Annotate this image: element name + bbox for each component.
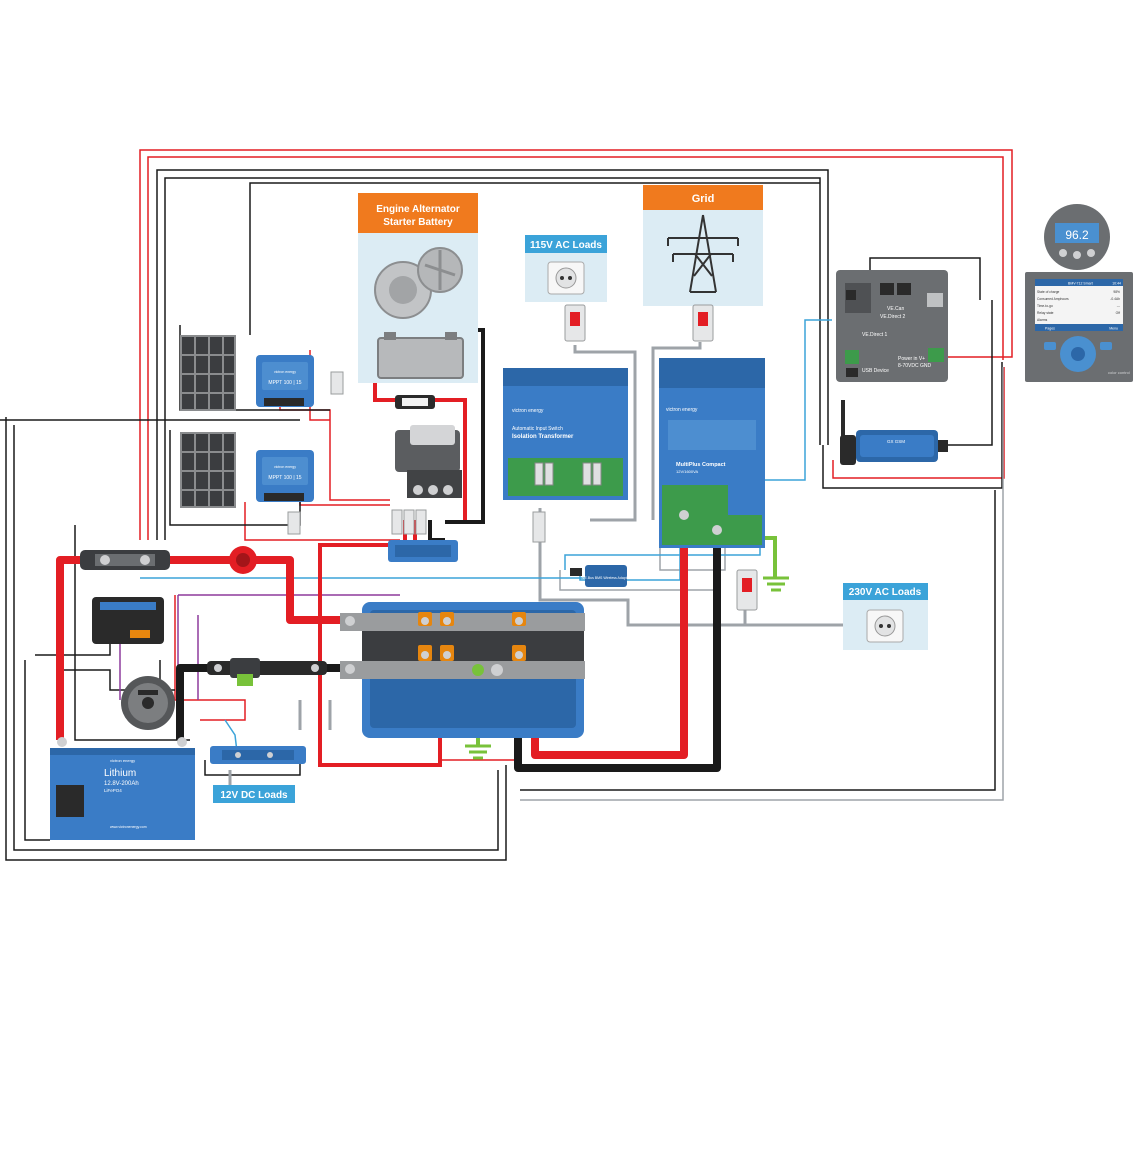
ccgx-row-value: --- [1117,304,1120,308]
ccgx-row-value: -0.4Ah [1110,297,1120,301]
engine-title-line2: Starter Battery [383,217,453,228]
cyrix-relay [395,425,462,498]
ccgx-row-value: 98% [1113,290,1120,294]
dc12-loads-label: 12V DC Loads [213,785,295,803]
ccgx-left-button: Pages [1045,327,1055,331]
battery-web: www.victronenergy.com [110,825,147,829]
ccgx-rows: State of charge 98% Consumed Amphours -0… [1037,290,1120,322]
vebus-bms-label: VE.Bus BMS Wireless Adapter [582,576,630,580]
power-pylon-icon [667,214,739,293]
venus-gx: VE.Can VE.Direct 2 VE.Direct 1 USB Devic… [836,270,948,382]
venus-vecan: VE.Can [887,306,904,312]
ac115-loads-panel: 115V AC Loads [525,235,607,302]
grid-circuit-breaker [692,304,714,342]
ccgx-row-value: Off [1116,311,1120,315]
ccgx-row-label: Alarms [1037,318,1048,322]
multiplus-compact: victron energy MultiPlus Compact 12V/160… [659,358,765,548]
socket-icon [547,261,585,295]
ac230-title: 230V AC Loads [849,587,922,598]
battery-switch [229,546,257,574]
venus-vedirect2: VE.Direct 2 [880,314,906,320]
ccgx-row-label: Relay state [1037,311,1054,315]
venus-power2: 8-70VDC GND [898,363,931,369]
bmv-reading: 96.2 [1065,228,1089,242]
battery-brand: victron energy [110,758,135,763]
ccgx-row-label: Time-to-go [1037,304,1053,308]
grid-panel: Grid [643,185,763,306]
pv-breaker [287,371,344,535]
mppt-brand: victron energy [274,465,296,469]
solar-panel [180,432,236,508]
isolation-transformer: victron energy Automatic Input Switch Is… [503,368,628,500]
ccgx-row-label: State of charge [1037,290,1060,294]
dc-load-distributor [210,746,306,764]
mppt-model: MPPT 100 | 15 [268,475,301,481]
battery-spec: 12.8V-200Ah [104,781,139,787]
mppt-charge-controller: victron energy MPPT 100 | 15 [256,355,314,407]
ccgx-row-label: Consumed Amphours [1037,297,1069,301]
dc12-title: 12V DC Loads [220,790,288,801]
ccgx-footer: color control [1108,370,1130,375]
engine-title-line1: Engine Alternator [376,204,460,215]
busbar-dc-distributor [388,540,458,562]
venus-power: Power in V+ [898,356,925,362]
ccgx-time: 10:44 [1112,282,1121,286]
multiplus-brand: victron energy [666,407,698,413]
isolation-brand: victron energy [512,408,544,414]
alternator-icon [374,247,463,319]
bmv-712-display: 96.2 [1044,204,1110,270]
lynx-distributor [340,602,585,738]
ac115-circuit-breaker [564,304,586,342]
battery-title: Lithium [104,768,136,779]
battery-chem: LiFePO4 [104,788,122,793]
socket-icon [866,609,904,643]
gx-gsm: GX GSM [840,400,948,465]
venus-usb: USB Device [862,368,889,374]
mppt-charge-controller: victron energy MPPT 100 | 15 [256,450,314,502]
isolation-line1: Automatic Input Switch [512,426,563,432]
vebus-bms-adapter: VE.Bus BMS Wireless Adapter [570,565,631,587]
bmv-rotary-switch [121,676,175,730]
grey-cables [228,342,843,800]
fuse-holders [391,509,427,535]
mppt-model: MPPT 100 | 15 [268,380,301,386]
ac230-loads-panel: 230V AC Loads [843,583,928,650]
ground-symbol [763,576,789,592]
lithium-battery: victron energy Lithium 12.8V-200Ah LiFeP… [50,737,195,840]
ac230-circuit-breaker [736,569,758,611]
starter-battery-icon [377,332,464,379]
battery-combiner [395,395,435,409]
ac115-title: 115V AC Loads [530,240,602,251]
mega-fuse-holder [80,550,170,570]
isolation-fuse [532,511,546,543]
multiplus-line2: 12V/1600VA [676,469,698,474]
ccgx-header: BMV-712 Smart [1068,282,1093,286]
engine-panel: Engine Alternator Starter Battery [358,193,478,383]
ccgx-right-button: Menu [1109,327,1118,331]
lynx-shunt-display [92,597,164,644]
color-control-gx: BMV-712 Smart 10:44 State of charge 98% … [1025,272,1133,382]
venus-vedirect1: VE.Direct 1 [862,332,888,338]
grid-title: Grid [692,193,715,205]
isolation-line2: Isolation Transformer [512,434,574,440]
gx-gsm-label: GX GSM [887,439,905,444]
mppt-brand: victron energy [274,370,296,374]
solar-panel [180,335,236,411]
ground-symbol [465,744,491,760]
multiplus-line1: MultiPlus Compact [676,462,726,468]
smartshunt [207,658,327,686]
